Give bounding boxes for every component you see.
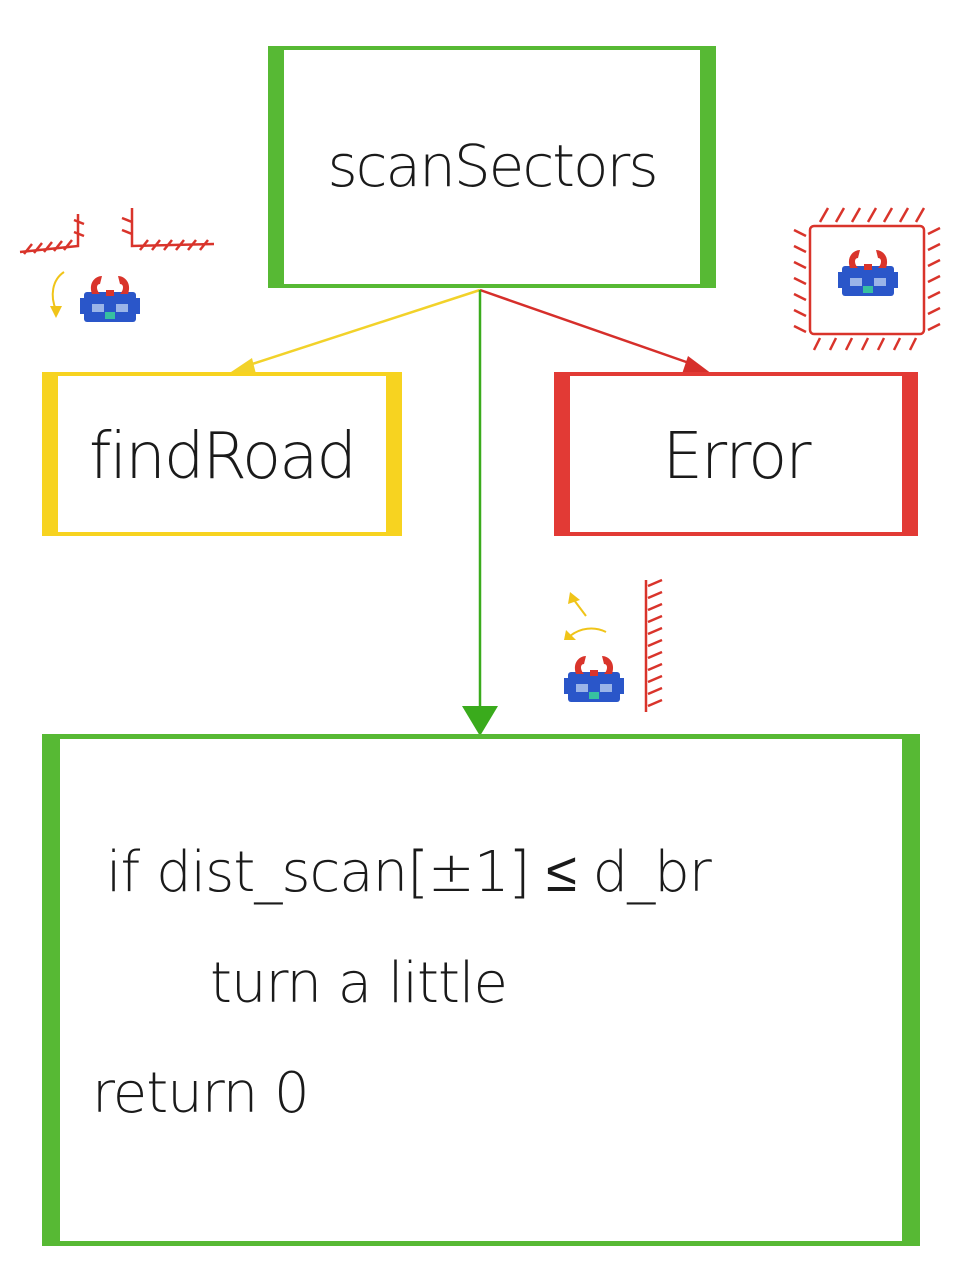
forward-arrowhead-icon	[568, 592, 580, 604]
code-node: if dist_scan[±1] ≤ d_br turn a little re…	[42, 734, 920, 1246]
turn-arrow-icon-right	[569, 627, 607, 637]
edge-scan-to-find	[245, 288, 481, 368]
find-road-node: findRoad	[42, 372, 402, 536]
turn-arrowhead-icon-right	[564, 630, 576, 640]
find-road-label: findRoad	[88, 420, 357, 494]
error-label: Error	[662, 420, 811, 494]
code-line-return: return 0	[92, 1061, 310, 1126]
corner-walls-illustration	[19, 208, 215, 255]
code-line-condition: if dist_scan[±1] ≤ d_br	[106, 840, 712, 905]
edge-scan-to-error	[479, 288, 693, 366]
turn-arrowhead-icon	[50, 306, 62, 318]
side-wall-illustration	[644, 578, 663, 712]
code-line-action: turn a little	[210, 951, 508, 1016]
edge-scan-to-error-arrowhead	[682, 356, 712, 374]
edge-scan-to-code-arrowhead	[462, 706, 498, 736]
forward-arrow-icon	[573, 599, 587, 617]
edge-scan-to-find-arrowhead	[228, 358, 256, 374]
robot-icon-topright	[838, 250, 898, 296]
scan-sectors-label: scanSectors	[327, 132, 658, 200]
boxed-in-illustration	[793, 207, 941, 351]
turn-arrow-icon	[51, 271, 65, 311]
robot-icon-midright	[564, 656, 624, 702]
error-node: Error	[554, 372, 918, 536]
scan-sectors-node: scanSectors	[268, 46, 716, 288]
robot-icon-topleft	[80, 276, 140, 322]
